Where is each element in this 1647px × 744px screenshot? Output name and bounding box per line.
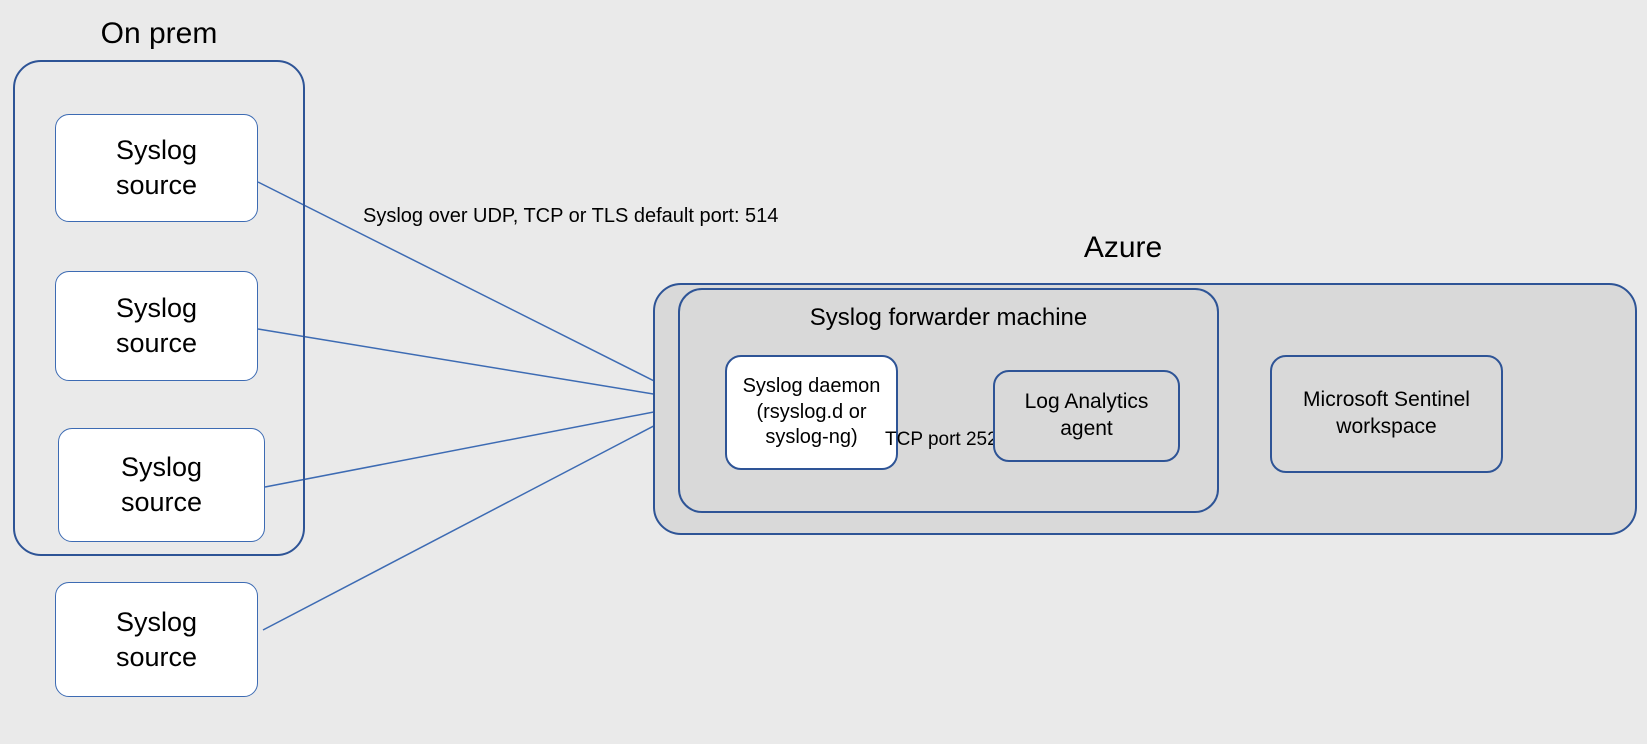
onprem-title: On prem (100, 17, 218, 50)
syslog-forwarder-machine-title: Syslog forwarder machine (809, 304, 1088, 331)
daemon-to-agent-label-line1: TCP (885, 429, 923, 450)
syslog-source-3-line2: source (120, 487, 203, 517)
ingest-edge-label: Syslog over UDP, TCP or TLS default port… (363, 203, 778, 230)
log-analytics-agent-line1: Log Analytics (1024, 390, 1149, 414)
microsoft-sentinel-line2: workspace (1336, 415, 1437, 438)
daemon-to-agent-label: TCP port 25226 (885, 427, 1019, 453)
syslog-source-1[interactable]: Syslog source (55, 114, 258, 222)
syslog-source-4-line2: source (115, 641, 198, 672)
log-analytics-agent-node[interactable]: Log Analytics agent (993, 370, 1180, 462)
syslog-source-4[interactable]: Syslog source (55, 582, 258, 697)
ingest-edge-label-line1: Syslog over UDP, TCP or TLS (363, 205, 629, 227)
syslog-daemon-line3: syslog-ng) (765, 426, 858, 449)
syslog-source-4-line1: Syslog (115, 606, 198, 637)
syslog-source-1-line2: source (115, 170, 198, 200)
syslog-daemon-line2: (rsyslog.d or (756, 400, 867, 423)
azure-title: Azure (1083, 231, 1163, 264)
log-analytics-agent-line2: agent (1060, 417, 1113, 440)
syslog-source-2-line2: source (115, 328, 198, 358)
ingest-edge-label-line2: default port: 514 (633, 205, 779, 227)
syslog-source-3[interactable]: Syslog source (58, 428, 265, 542)
microsoft-sentinel-workspace-node[interactable]: Microsoft Sentinel workspace (1270, 355, 1503, 473)
syslog-source-1-line1: Syslog (115, 135, 198, 166)
syslog-source-2[interactable]: Syslog source (55, 271, 258, 381)
syslog-source-2-line1: Syslog (115, 293, 198, 324)
onprem-boundary (13, 60, 305, 556)
syslog-daemon-node[interactable]: Syslog daemon (rsyslog.d or syslog-ng) (725, 355, 898, 470)
microsoft-sentinel-line1: Microsoft Sentinel (1303, 388, 1470, 412)
syslog-source-3-line1: Syslog (120, 452, 203, 483)
syslog-daemon-line1: Syslog daemon (742, 375, 881, 398)
source-feed-lines (257, 181, 691, 631)
